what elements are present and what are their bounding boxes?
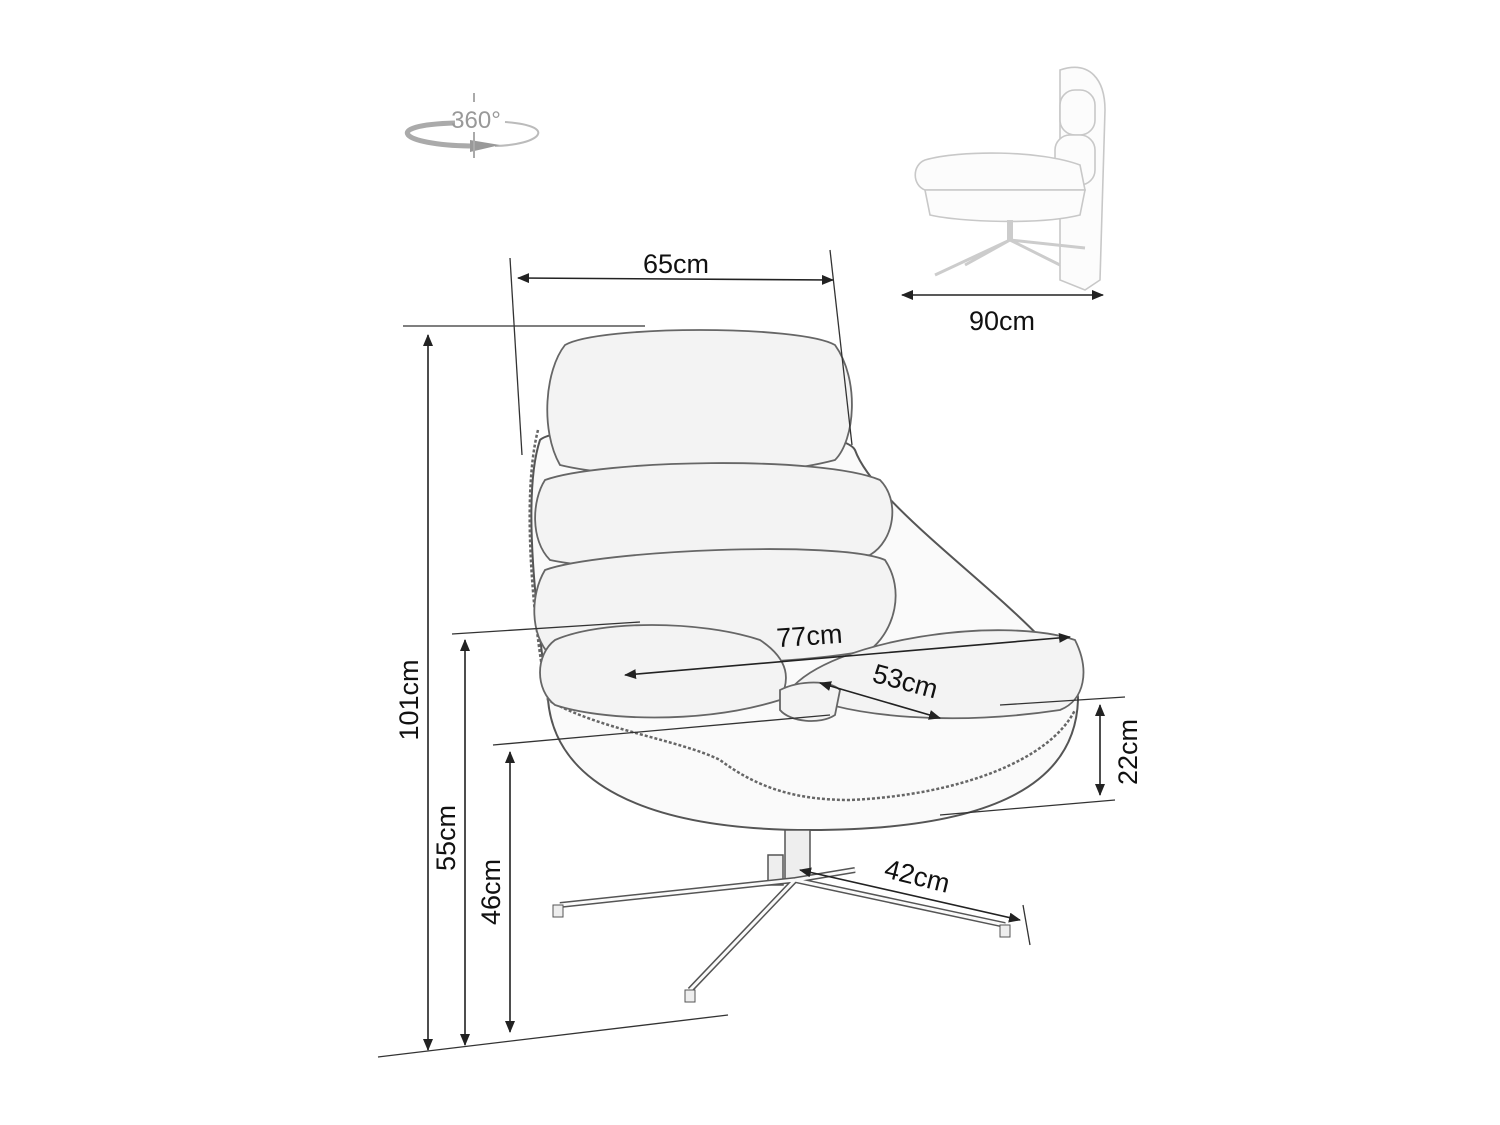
depth-label: 90cm — [969, 306, 1035, 336]
base-leg-label: 42cm — [882, 854, 953, 899]
width-label: 65cm — [643, 249, 709, 279]
height-label: 101cm — [394, 659, 424, 740]
width-dimension-arrow — [517, 273, 834, 285]
seat-height-label: 55cm — [431, 805, 461, 871]
side-view-chair — [914, 66, 1106, 291]
shell-thickness-label: 22cm — [1113, 719, 1143, 785]
base-leg-arrow — [799, 867, 1021, 923]
360-rotation-icon: 360° — [404, 93, 540, 158]
armchair-front-view — [528, 329, 1085, 1003]
shell-height-label: 46cm — [476, 859, 506, 925]
seat-width-arrow — [624, 632, 1071, 680]
seat-width-label: 77cm — [775, 619, 843, 654]
svg-text:360°: 360° — [451, 107, 501, 134]
seat-depth-arrow — [819, 681, 941, 720]
